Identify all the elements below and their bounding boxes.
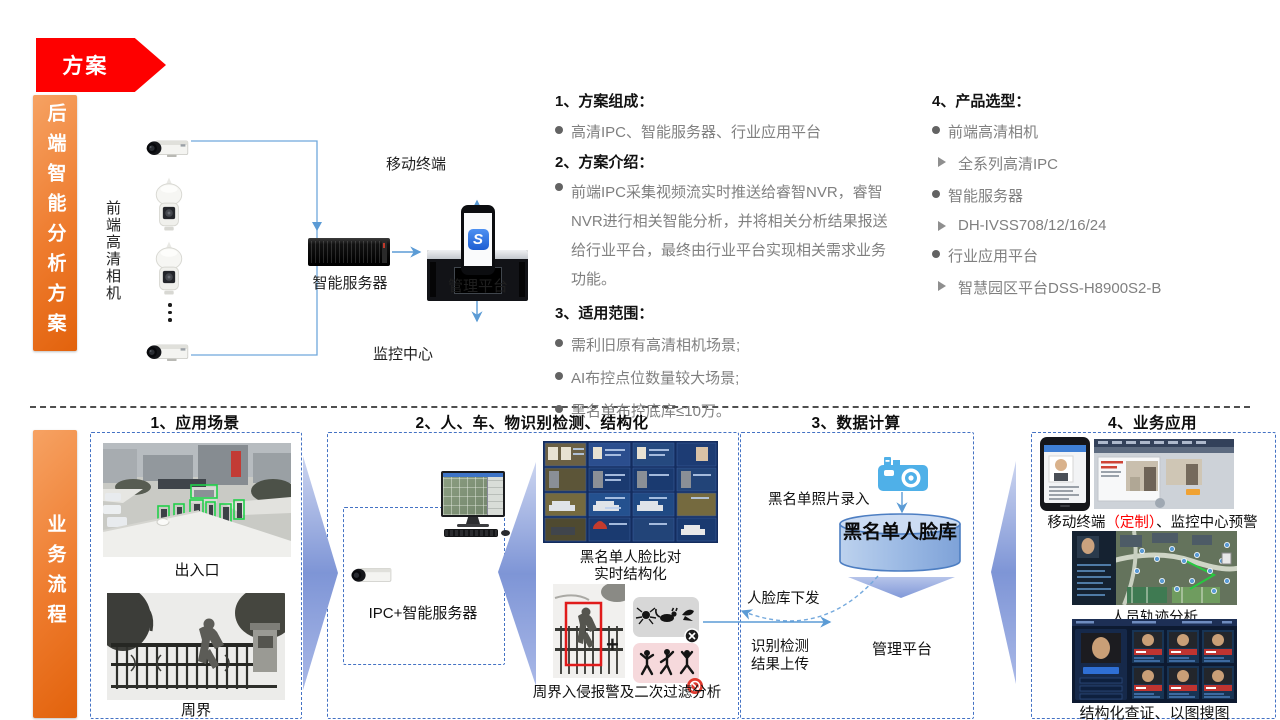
- selection-item: 前端高清相机: [948, 124, 1039, 141]
- sidebar-bottom-label: 业务流程: [44, 514, 66, 634]
- arrow-bullet-icon: [938, 281, 946, 291]
- flow-chevron-1: [303, 456, 338, 690]
- step3-box: [740, 432, 974, 719]
- solution-info-block: 1、方案组成： 高清IPC、智能服务器、行业应用平台 2、方案介绍： 前端IPC…: [555, 90, 890, 421]
- entrance-scene-image: [103, 443, 291, 557]
- platform-label-step3: 管理平台: [871, 641, 932, 658]
- db-to-platform-funnel: [848, 577, 955, 598]
- step4-box: [1031, 432, 1276, 719]
- monitor-center-label: 监控中心: [373, 346, 434, 363]
- selection-item: 智能服务器: [948, 188, 1024, 205]
- trajectory-image: [1072, 531, 1237, 605]
- monitor-center-device: [438, 471, 510, 539]
- perimeter-caption: 周界: [180, 702, 211, 719]
- ptz-camera-icon: [155, 177, 183, 231]
- flow-chevron-2: [498, 462, 536, 686]
- front-camera-group-label: 前端高清相机: [104, 200, 121, 302]
- face-db-label: 黑名单人脸库: [843, 522, 958, 543]
- mobile-phone-device: S: [461, 205, 495, 275]
- arrow-bullet-icon: [938, 221, 946, 231]
- mobile-app-icon: S: [467, 229, 489, 250]
- ellipsis-dots: [168, 303, 172, 322]
- animal-filter-image: [633, 597, 700, 644]
- step4-header: 4、业务应用: [1107, 415, 1198, 432]
- selection-item: 全系列高清IPC: [958, 156, 1059, 173]
- composition-item: 高清IPC、智能服务器、行业应用平台: [571, 124, 822, 141]
- scope-title: 3、适用范围：: [555, 305, 654, 322]
- introduction-item: 前端IPC采集视频流实时推送给睿智NVR，睿智NVR进行相关智能分析，并将相关分…: [571, 184, 888, 288]
- introduction-title: 2、方案介绍：: [555, 154, 654, 171]
- face-search-image: [1072, 619, 1237, 703]
- perimeter-scene-image: [107, 593, 285, 700]
- mobile-alert-caption: 移动终端（定制）、监控中心预警: [1031, 511, 1274, 532]
- sidebar-top-solution: 后端智能分析方案: [33, 95, 77, 351]
- filter-plus: +: [606, 632, 619, 657]
- structured-results-image: [543, 441, 718, 543]
- step3-header: 3、数据计算: [811, 415, 901, 432]
- smart-server-device: [308, 238, 390, 266]
- arrow-bullet-icon: [938, 157, 946, 167]
- smart-server-label: 智能服务器: [312, 275, 388, 292]
- mobile-alert-image: [1040, 437, 1234, 511]
- camera-bus-line: [191, 140, 318, 356]
- step2-header: 2、人、车、物识别检测、结构化: [415, 415, 649, 432]
- selection-item: 智慧园区平台DSS-H8900S2-B: [958, 280, 1162, 297]
- flow-chevron-3: [991, 461, 1016, 684]
- product-selection-block: 4、产品选型： 前端高清相机 全系列高清IPC 智能服务器 DH-IVSS708…: [932, 90, 1262, 298]
- ptz-camera-icon: [155, 241, 183, 295]
- scope-item: 黑名单布控底库≤10万。: [571, 403, 731, 420]
- photo-entry-label: 黑名单照片录入: [768, 492, 870, 508]
- caption-highlight: （定制）: [1105, 515, 1157, 531]
- scope-item: 需利旧原有高清相机场景;: [571, 337, 741, 354]
- structured-caption-line1: 黑名单人脸比对: [579, 550, 682, 566]
- sidebar-bottom-process: 业务流程: [33, 430, 77, 718]
- bullet-dot-icon: [555, 339, 563, 347]
- bullet-dot-icon: [555, 372, 563, 380]
- camera-bus-arrowhead: [312, 222, 322, 231]
- box-camera-icon: [146, 140, 189, 157]
- bullet-dot-icon: [555, 126, 563, 134]
- bullet-dot-icon: [932, 126, 940, 134]
- caption-prefix: 移动终端: [1047, 515, 1106, 531]
- selection-item: 行业应用平台: [948, 248, 1039, 265]
- upload-label-line2: 结果上传: [751, 657, 809, 673]
- upload-label-line1: 识别检测: [751, 639, 809, 655]
- selection-item: DH-IVSS708/12/16/24: [958, 217, 1107, 234]
- photo-camera-icon: [878, 457, 928, 491]
- alarm-caption: 周界入侵报警及二次过滤分析: [532, 685, 722, 701]
- ipc-camera-icon: [351, 567, 392, 582]
- step1-box: [90, 432, 302, 719]
- scope-item: AI布控点位数量较大场景;: [571, 370, 740, 387]
- caption-suffix: 、监控中心预警: [1156, 515, 1258, 531]
- entrance-caption: 出入口: [174, 562, 220, 579]
- bullet-dot-icon: [555, 405, 563, 413]
- search-caption: 结构化查证、以图搜图: [1079, 705, 1230, 720]
- sidebar-top-label: 后端智能分析方案: [44, 103, 66, 343]
- scheme-tag-label: 方案: [62, 55, 109, 78]
- selection-title: 4、产品选型：: [932, 93, 1031, 110]
- box-camera-icon: [146, 344, 189, 361]
- bullet-dot-icon: [932, 250, 940, 258]
- face-db-cylinder: [839, 513, 961, 572]
- intrusion-alarm-image: [553, 584, 625, 678]
- composition-title: 1、方案组成：: [555, 93, 654, 110]
- step1-header: 1、应用场景: [150, 415, 240, 432]
- ipc-caption: IPC+智能服务器: [368, 605, 478, 622]
- bullet-dot-icon: [555, 183, 563, 191]
- scheme-tag: 方案: [36, 38, 166, 92]
- mobile-terminal-label: 移动终端: [386, 156, 447, 173]
- person-filter-image: [633, 643, 703, 694]
- mgmt-platform-label: 管理平台: [447, 278, 508, 295]
- bullet-dot-icon: [932, 190, 940, 198]
- dispatch-label: 人脸库下发: [747, 591, 820, 607]
- structured-caption-line2: 实时结构化: [594, 567, 667, 583]
- section-divider: [30, 406, 1250, 408]
